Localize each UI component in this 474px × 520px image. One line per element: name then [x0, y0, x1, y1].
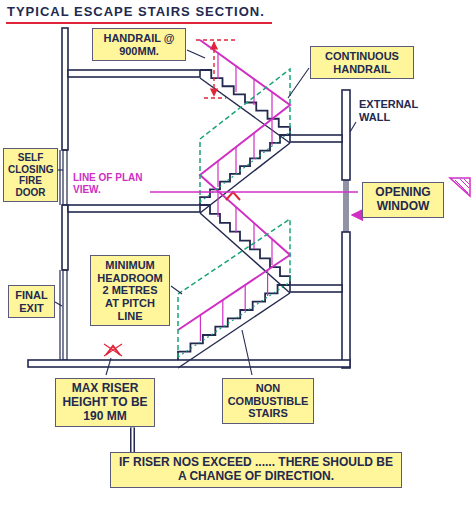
drawing-stroke — [196, 39, 236, 40]
stair-flight — [200, 135, 290, 205]
baluster — [200, 315, 201, 341]
callout-box: IF RISER NOS EXCEED ...... THERE SHOULD … — [110, 452, 402, 488]
callout-box: CONTINUOUS HANDRAIL — [310, 46, 414, 79]
connector — [132, 427, 133, 452]
leader-lines — [55, 50, 356, 375]
connector-inner — [132, 427, 134, 452]
handrail-line — [178, 40, 290, 330]
drawing-stroke — [171, 286, 182, 294]
drawing-stroke — [450, 178, 470, 196]
connector-outer — [130, 427, 135, 452]
external-wall — [342, 90, 350, 368]
baluster — [267, 270, 268, 296]
baluster — [235, 147, 236, 173]
exit-door — [60, 270, 67, 360]
stair-soffit — [178, 293, 290, 368]
drawing-stroke — [290, 285, 342, 292]
stair-soffit — [200, 143, 290, 213]
callout-text: FINAL EXIT — [13, 289, 50, 314]
handrail — [178, 40, 290, 341]
callout-text: OPENING WINDOW — [367, 186, 439, 214]
stair-soffit — [200, 213, 290, 293]
drawing-stroke — [213, 42, 214, 96]
callout-text: CONTINUOUS HANDRAIL — [315, 50, 409, 75]
drawing-stroke — [63, 150, 67, 205]
drawing-stroke — [342, 90, 350, 180]
baluster — [217, 53, 218, 79]
callout-text: IF RISER NOS EXCEED ...... THERE SHOULD … — [115, 456, 397, 484]
window-arrow — [352, 214, 360, 216]
callout-box: FINAL EXIT — [8, 285, 55, 318]
callout-box: HANDRAIL @ 900MM. — [92, 28, 186, 61]
diagram-title: TYPICAL ESCAPE STAIRS SECTION. — [6, 5, 266, 20]
baluster — [222, 300, 223, 326]
left-wall — [62, 28, 68, 270]
drawing-stroke — [68, 70, 200, 77]
drawing-stroke — [55, 302, 62, 306]
drawing-stroke — [62, 28, 68, 150]
drawing-stroke — [59, 150, 60, 205]
callout-box: NON COMBUSTIBLE STAIRS — [222, 378, 314, 424]
drawing-stroke — [348, 180, 349, 232]
callout-text: HANDRAIL @ 900MM. — [97, 32, 181, 57]
drawing-stroke — [290, 135, 342, 142]
drawing-stroke — [150, 191, 358, 193]
baluster — [271, 92, 272, 118]
drawing-stroke — [342, 232, 350, 368]
callout-box: MINIMUM HEADROOM 2 METRES AT PITCH LINE — [90, 255, 170, 326]
callout-text: MINIMUM HEADROOM 2 METRES AT PITCH LINE — [95, 259, 165, 322]
headroom-lines — [178, 69, 290, 358]
drawing-stroke — [288, 68, 309, 98]
drawing-stroke — [204, 97, 226, 98]
fire-door — [60, 150, 67, 205]
drawing-stroke — [350, 122, 356, 132]
callout-text: NON COMBUSTIBLE STAIRS — [227, 382, 309, 420]
handrail-dimension — [196, 40, 236, 98]
drawing-stroke — [104, 344, 122, 356]
drawing-stroke — [58, 169, 63, 170]
baluster — [253, 223, 254, 249]
baluster — [217, 191, 218, 217]
pitch-line — [178, 282, 290, 357]
note-label: LINE OF PLAN VIEW. — [72, 172, 148, 195]
window — [344, 180, 348, 232]
callout-box: OPENING WINDOW — [362, 182, 444, 218]
stair-flight — [200, 205, 290, 285]
drawing-stroke — [187, 50, 205, 58]
baluster — [253, 133, 254, 159]
baluster — [235, 207, 236, 233]
drawing-stroke — [346, 180, 347, 232]
drawing-stroke — [242, 330, 252, 375]
drawing-stroke — [344, 180, 345, 232]
headroom-line — [178, 219, 290, 358]
baluster — [217, 161, 218, 187]
drawing-stroke — [63, 270, 67, 360]
title-underline — [6, 22, 272, 24]
baluster — [235, 66, 236, 92]
headroom-line — [200, 69, 290, 203]
baluster — [253, 79, 254, 105]
note-label: EXTERNAL WALL — [358, 98, 440, 123]
callout-text: SELF CLOSING FIRE DOOR — [8, 152, 53, 198]
drawing-stroke — [62, 205, 68, 270]
callout-box: MAX RISER HEIGHT TO BE 190 MM — [55, 378, 155, 427]
baluster — [271, 119, 272, 145]
stair-flights — [178, 70, 290, 368]
drawing-stroke — [455, 179, 469, 193]
drawing-stroke — [68, 205, 200, 212]
drawing-stroke — [106, 358, 111, 375]
drawing-stroke — [226, 192, 240, 200]
drawing-stroke — [59, 270, 60, 360]
callout-text: MAX RISER HEIGHT TO BE 190 MM — [60, 382, 150, 423]
stair-flight — [178, 285, 290, 360]
baluster — [271, 239, 272, 265]
baluster — [245, 285, 246, 311]
callout-box: SELF CLOSING FIRE DOOR — [3, 148, 58, 202]
